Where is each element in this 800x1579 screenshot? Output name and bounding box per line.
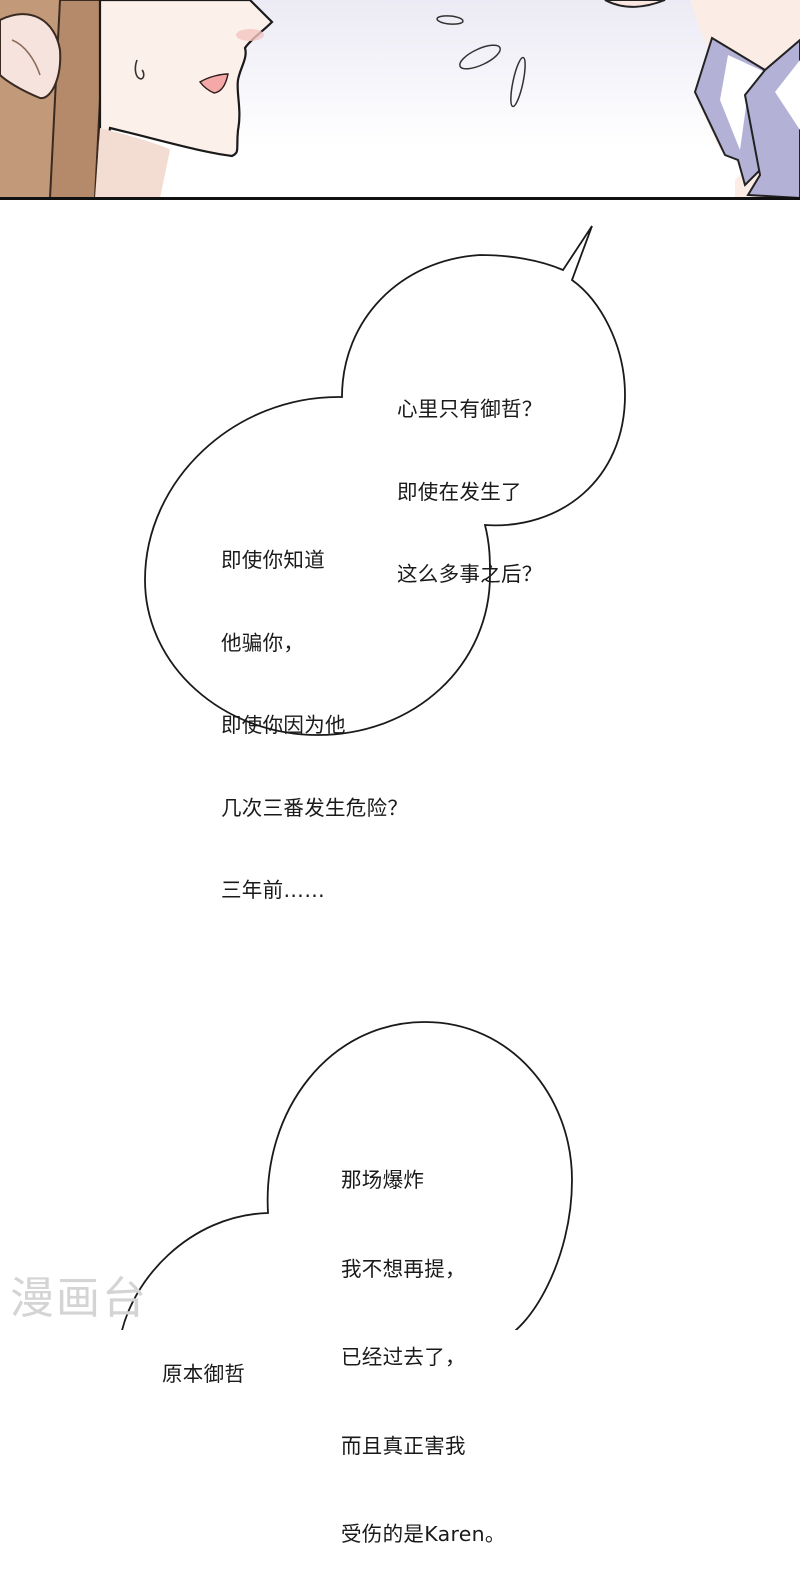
dialogue-line: 已经过去了， — [341, 1345, 466, 1369]
bubble-1-bottom-text: 即使你知道 他骗你， 即使你因为他 几次三番发生危险？ 三年前…… — [221, 492, 408, 932]
panel-border — [0, 197, 800, 200]
dialogue-line: 他骗你， — [221, 630, 305, 655]
watermark: 漫画台 — [10, 1273, 148, 1324]
dialogue-line: 即使你因为他 — [221, 713, 346, 737]
dialogue-line: 三年前…… — [221, 878, 325, 902]
speech-bubble-1 — [144, 225, 626, 736]
speech-bubbles — [121, 225, 626, 1330]
dialogue-line: 我不想再提， — [341, 1256, 466, 1281]
speech-bubble-2 — [121, 1021, 573, 1330]
dialogue-line: 原本御哲 — [162, 1362, 246, 1386]
bubble-2-bottom-text: 原本御哲 — [162, 1306, 245, 1416]
dialogue-line: 那场爆炸 — [341, 1168, 425, 1192]
character-artwork — [0, 0, 800, 198]
dialogue-line: 心里只有御哲？ — [397, 397, 543, 421]
dialogue-line: 这么多事之后？ — [397, 562, 543, 586]
bubble-2-top-text: 那场爆炸 我不想再提， 已经过去了， 而且真正害我 受伤的是Karen。 — [341, 1107, 506, 1579]
dialogue-line: 即使你知道 — [221, 548, 325, 572]
dialogue-line: 受伤的是Karen。 — [341, 1522, 506, 1546]
comic-panel-top — [0, 0, 800, 198]
bubble-1-top-text: 心里只有御哲？ 即使在发生了 这么多事之后？ — [397, 341, 543, 616]
dialogue-line: 几次三番发生危险？ — [221, 795, 409, 820]
dialogue-line: 即使在发生了 — [397, 479, 522, 504]
dialogue-line: 而且真正害我 — [341, 1433, 466, 1458]
